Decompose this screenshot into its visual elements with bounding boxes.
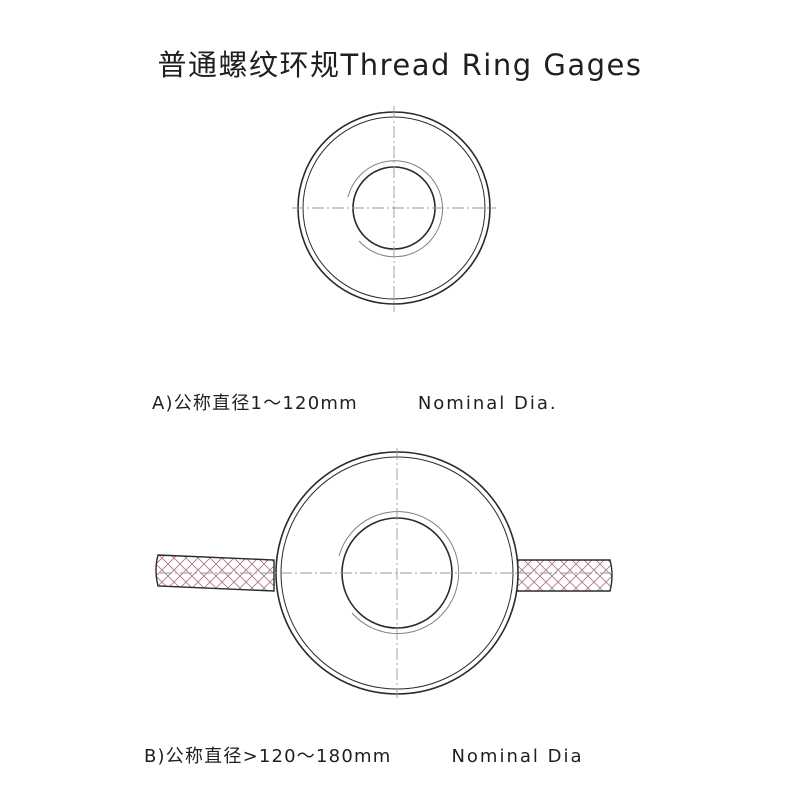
figure-b-caption-cn: B)公称直径>120～180mm xyxy=(144,746,392,767)
figure-b-right-handle xyxy=(509,559,613,592)
figure-a-caption: A)公称直径1～120mm Nominal Dia. xyxy=(152,389,558,415)
figure-b-caption: B)公称直径>120～180mm Nominal Dia xyxy=(144,742,584,768)
figure-a-thread-arc xyxy=(347,160,443,258)
page-title: 普通螺纹环规Thread Ring Gages xyxy=(157,48,643,82)
figure-b-thread-arc xyxy=(338,511,460,635)
figure-a-caption-en: Nominal Dia. xyxy=(417,393,558,414)
figure-b-caption-en: Nominal Dia xyxy=(451,746,584,767)
figure-a-caption-cn: A)公称直径1～120mm xyxy=(152,393,358,414)
